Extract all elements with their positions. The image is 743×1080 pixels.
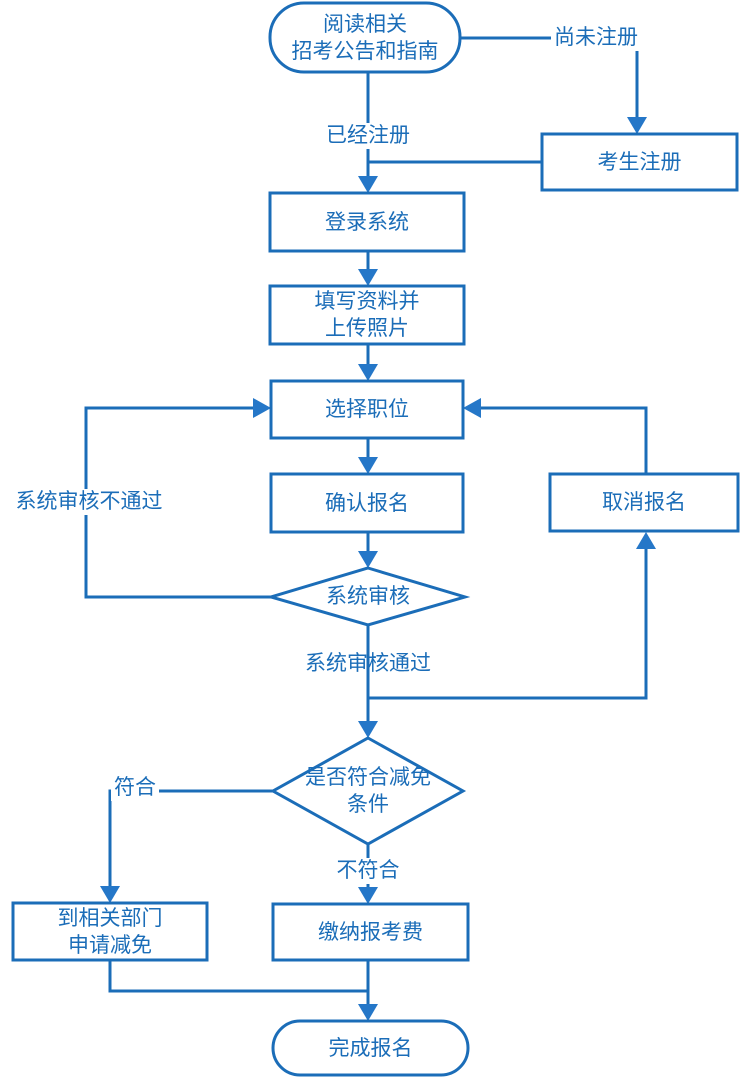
- arrowhead-select: [358, 364, 378, 381]
- edge-cancel-to-select: [480, 406, 648, 474]
- node-apply-waiver-line2: 申请减免: [68, 933, 152, 957]
- node-waiver-check-line2: 条件: [347, 793, 389, 816]
- edge-label-not-eligible: 不符合: [333, 858, 403, 884]
- edge-label-not-registered: 尚未注册: [551, 25, 641, 51]
- arrowhead-register: [627, 117, 647, 134]
- edge-passed-to-cancel: [368, 549, 648, 700]
- arrowhead-select-left: [253, 398, 271, 418]
- node-register-label: 考生注册: [597, 150, 682, 174]
- node-system-review-label: 系统审核: [326, 585, 410, 608]
- node-select-position-label: 选择职位: [325, 398, 409, 421]
- arrowhead-cancel-bottom: [636, 532, 656, 549]
- shape-waiver-diamond: [269, 736, 467, 846]
- node-apply-waiver-line1: 到相关部门: [57, 906, 163, 930]
- node-confirm-signup: 确认报名: [271, 474, 463, 532]
- shape-finish-stadium: [271, 1019, 470, 1077]
- arrowhead-apply-waiver: [100, 886, 120, 903]
- arrowhead-finish: [358, 1004, 378, 1021]
- edge-label-eligible: 符合: [111, 775, 159, 801]
- node-login: 登录系统: [270, 193, 464, 251]
- shape-register-box: [540, 132, 739, 192]
- edge-label-registered: 已经注册: [323, 123, 413, 149]
- node-apply-waiver: 到相关部门 申请减免: [13, 903, 207, 960]
- node-login-label: 登录系统: [325, 210, 409, 234]
- arrowhead-login: [358, 176, 378, 193]
- shape-select-position-box: [269, 379, 465, 440]
- shape-pay-fee-box: [271, 902, 470, 962]
- arrowhead-fill: [358, 269, 378, 286]
- node-start-line2: 招考公告和指南: [291, 39, 439, 63]
- node-start-line1: 阅读相关: [323, 12, 407, 36]
- arrowhead-confirm: [358, 457, 378, 474]
- node-waiver-check: 是否符合减免 条件: [273, 738, 463, 844]
- edge-eligible: [108, 789, 273, 887]
- shape-login-box: [268, 191, 466, 253]
- shape-cancel-box: [548, 472, 740, 533]
- node-waiver-check-line1: 是否符合减免: [305, 766, 431, 789]
- node-finish: 完成报名: [273, 1021, 468, 1075]
- arrowhead-waiver: [358, 721, 378, 738]
- node-pay-fee: 缴纳报考费: [273, 904, 468, 960]
- shape-review-diamond: [265, 566, 471, 627]
- shape-confirm-box: [269, 472, 465, 534]
- edge-waiver-merge: [108, 960, 368, 993]
- edge-label-review-passed: 系统审核通过: [305, 652, 431, 675]
- shape-fill-info-box: [268, 284, 466, 346]
- node-system-review: 系统审核: [271, 568, 465, 625]
- node-select-position: 选择职位: [271, 381, 463, 438]
- edge-label-review-failed: 系统审核不通过: [12, 489, 166, 515]
- node-cancel-signup: 取消报名: [550, 474, 738, 531]
- node-finish-label: 完成报名: [328, 1036, 413, 1060]
- node-fill-info-line1: 填写资料并: [314, 290, 420, 313]
- node-register: 考生注册: [542, 134, 737, 190]
- arrowhead-pay-fee: [358, 887, 378, 904]
- arrowhead-select-right: [463, 398, 481, 418]
- node-confirm-signup-label: 确认报名: [325, 491, 409, 515]
- node-cancel-signup-label: 取消报名: [602, 491, 686, 514]
- shape-apply-waiver-box: [11, 901, 209, 962]
- node-fill-info: 填写资料并 上传照片: [270, 286, 464, 344]
- node-pay-fee-label: 缴纳报考费: [318, 920, 423, 944]
- arrowhead-review: [358, 551, 378, 568]
- shape-start-stadium: [268, 1, 462, 74]
- node-fill-info-line2: 上传照片: [325, 317, 409, 340]
- node-start: 阅读相关 招考公告和指南: [270, 3, 460, 72]
